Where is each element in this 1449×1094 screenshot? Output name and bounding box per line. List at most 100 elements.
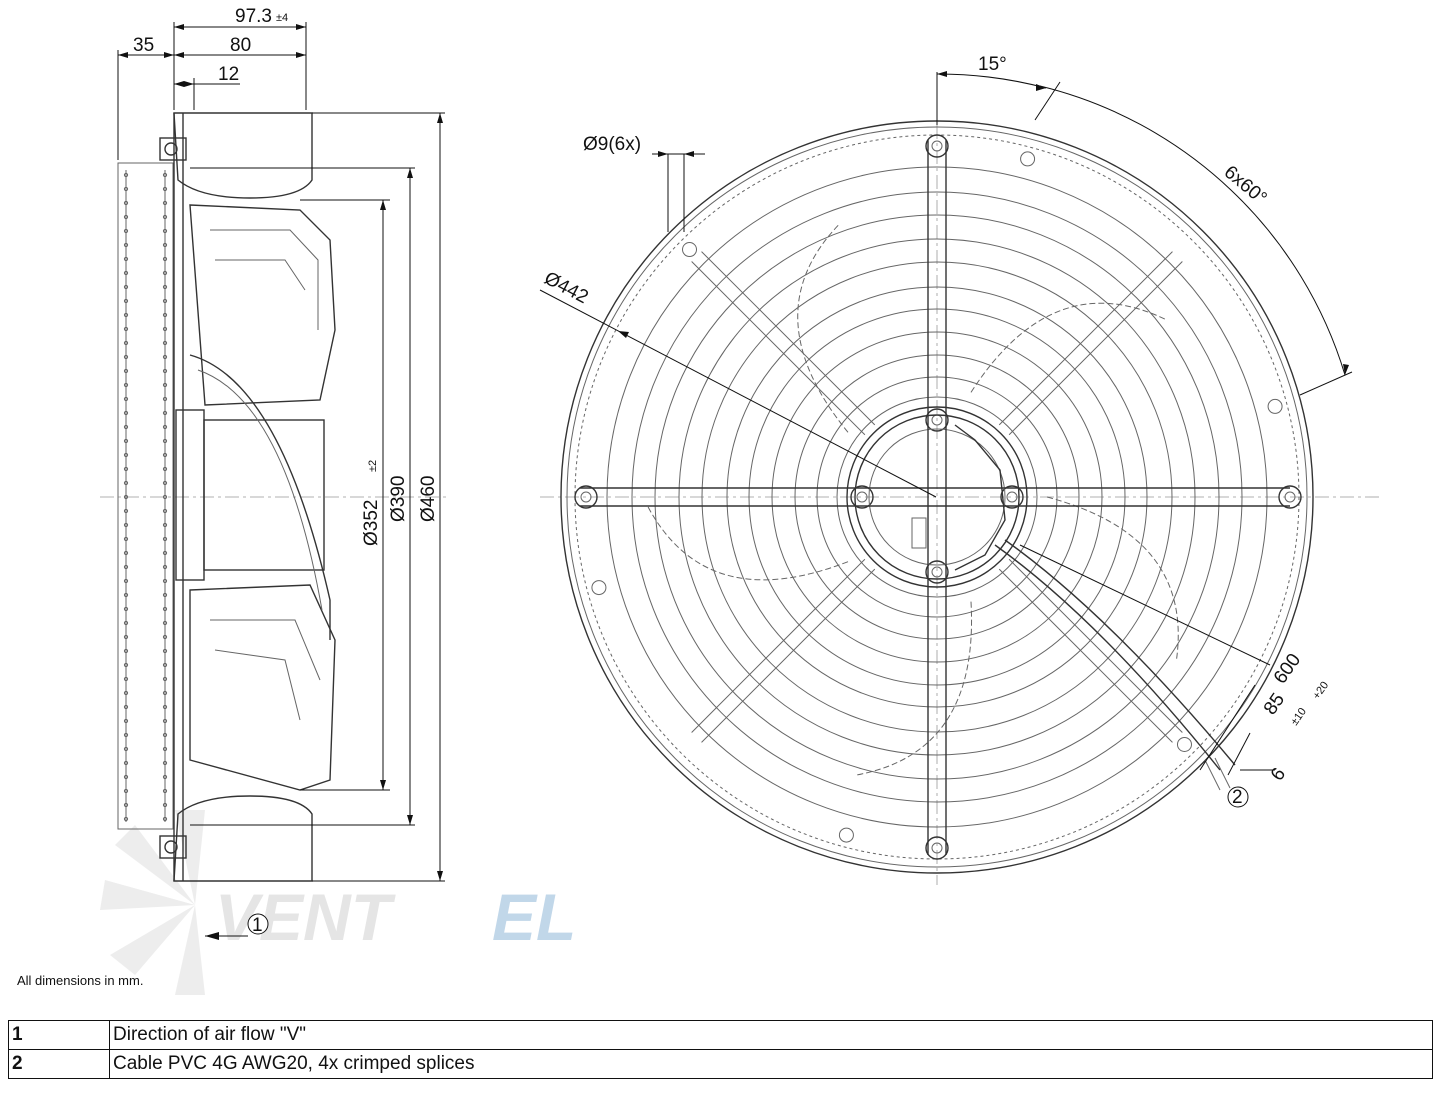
dim-cable-600: 600 xyxy=(1270,650,1305,688)
grille-dot xyxy=(162,368,168,374)
grille-dot xyxy=(123,536,129,542)
grille-dot xyxy=(123,802,129,808)
guard-ring xyxy=(701,261,1173,733)
grille-dot xyxy=(162,284,168,290)
grille-dot xyxy=(123,228,129,234)
grille-dot xyxy=(162,270,168,276)
guard-ring xyxy=(748,308,1126,686)
grille-dot xyxy=(123,550,129,556)
grille-dot xyxy=(162,312,168,318)
grille-dot xyxy=(162,802,168,808)
bolt-center xyxy=(580,491,592,503)
bolt xyxy=(1278,485,1302,509)
grille-dot xyxy=(123,760,129,766)
grille-dot xyxy=(162,662,168,668)
grille-dot xyxy=(123,508,129,514)
dim-angle-6x60: 6x60° xyxy=(1220,162,1271,209)
mounting-hole xyxy=(1267,398,1283,414)
grille-dot xyxy=(123,200,129,206)
dim-cable-85: 85 xyxy=(1260,690,1289,719)
grille-dot xyxy=(162,186,168,192)
grille-dot xyxy=(123,704,129,710)
grille-dot xyxy=(162,424,168,430)
grille-dot xyxy=(123,578,129,584)
grille-dot xyxy=(123,774,129,780)
grille-dot xyxy=(162,410,168,416)
watermark-logo: VENT EL xyxy=(100,810,576,995)
legend-row: 1 Direction of air flow "V" xyxy=(8,1020,1433,1050)
grille-dot xyxy=(162,788,168,794)
grille-dot xyxy=(123,564,129,570)
grille-dot xyxy=(162,214,168,220)
mounting-hole xyxy=(1020,151,1036,167)
legend-number: 1 xyxy=(8,1020,110,1050)
grille-dot xyxy=(123,480,129,486)
legend-text: Direction of air flow "V" xyxy=(109,1020,1433,1050)
mounting-hole xyxy=(838,827,854,843)
grille-dot xyxy=(162,522,168,528)
guard-spoke xyxy=(998,568,1173,743)
grille-dot xyxy=(123,368,129,374)
grille-dot xyxy=(162,564,168,570)
guard-spoke xyxy=(1008,558,1183,733)
grille-dot xyxy=(123,326,129,332)
grille-dot xyxy=(162,480,168,486)
bolt-center xyxy=(931,842,943,854)
callout-2: 2 xyxy=(1232,787,1243,808)
grille-dot xyxy=(162,256,168,262)
impeller-blade xyxy=(970,302,1167,393)
grille-dot xyxy=(162,746,168,752)
guard-ring xyxy=(794,354,1080,640)
grille-dot xyxy=(123,270,129,276)
dim-cable-6: 6 xyxy=(1267,764,1290,785)
dim-dia-352: Ø352 xyxy=(361,500,382,546)
guard-ring xyxy=(726,286,1148,708)
grille-dot xyxy=(123,494,129,500)
bolt xyxy=(925,408,949,432)
guard-ring xyxy=(654,214,1220,780)
bolt-center xyxy=(931,566,943,578)
bolt-center xyxy=(856,491,868,503)
grille-dot xyxy=(162,676,168,682)
legend-text: Cable PVC 4G AWG20, 4x crimped splices xyxy=(109,1049,1433,1079)
bolt xyxy=(925,560,949,584)
dim-dia-460: Ø460 xyxy=(418,476,439,522)
grille-dot xyxy=(162,704,168,710)
grille-dot xyxy=(162,438,168,444)
mounting-hole xyxy=(1176,736,1192,752)
grille-dot xyxy=(162,606,168,612)
grille-dot xyxy=(123,690,129,696)
grille-dot xyxy=(162,592,168,598)
grille-dot xyxy=(123,256,129,262)
guard-ring xyxy=(816,376,1058,618)
impeller-blade xyxy=(1046,496,1179,661)
grille-dot xyxy=(123,242,129,248)
grille-dot xyxy=(123,284,129,290)
grille-dot xyxy=(123,424,129,430)
grille-dot xyxy=(123,186,129,192)
dim-depth-12: 12 xyxy=(218,64,239,85)
dim-cable-600-tol: +20 xyxy=(1311,680,1332,702)
watermark-text-accent: EL xyxy=(492,880,576,954)
grille-dot xyxy=(162,298,168,304)
grille-dot xyxy=(162,228,168,234)
guard-ring xyxy=(836,396,1038,598)
grille-dot xyxy=(162,648,168,654)
side-view xyxy=(100,22,450,940)
grille-dot xyxy=(162,354,168,360)
grille-dot xyxy=(162,452,168,458)
grille-dot xyxy=(123,676,129,682)
legend-number: 2 xyxy=(8,1049,110,1079)
guard-spoke xyxy=(701,251,876,426)
grille-dot xyxy=(162,732,168,738)
grille-dot xyxy=(162,340,168,346)
bolt xyxy=(850,485,874,509)
bolt-center xyxy=(1284,491,1296,503)
dimension-note: All dimensions in mm. xyxy=(17,973,144,988)
grille-dot xyxy=(123,732,129,738)
grille-dot xyxy=(162,760,168,766)
impeller-blade xyxy=(855,601,973,776)
mounting-hole xyxy=(682,242,698,258)
guard-spoke xyxy=(701,568,876,743)
dim-depth-80: 80 xyxy=(230,35,251,56)
